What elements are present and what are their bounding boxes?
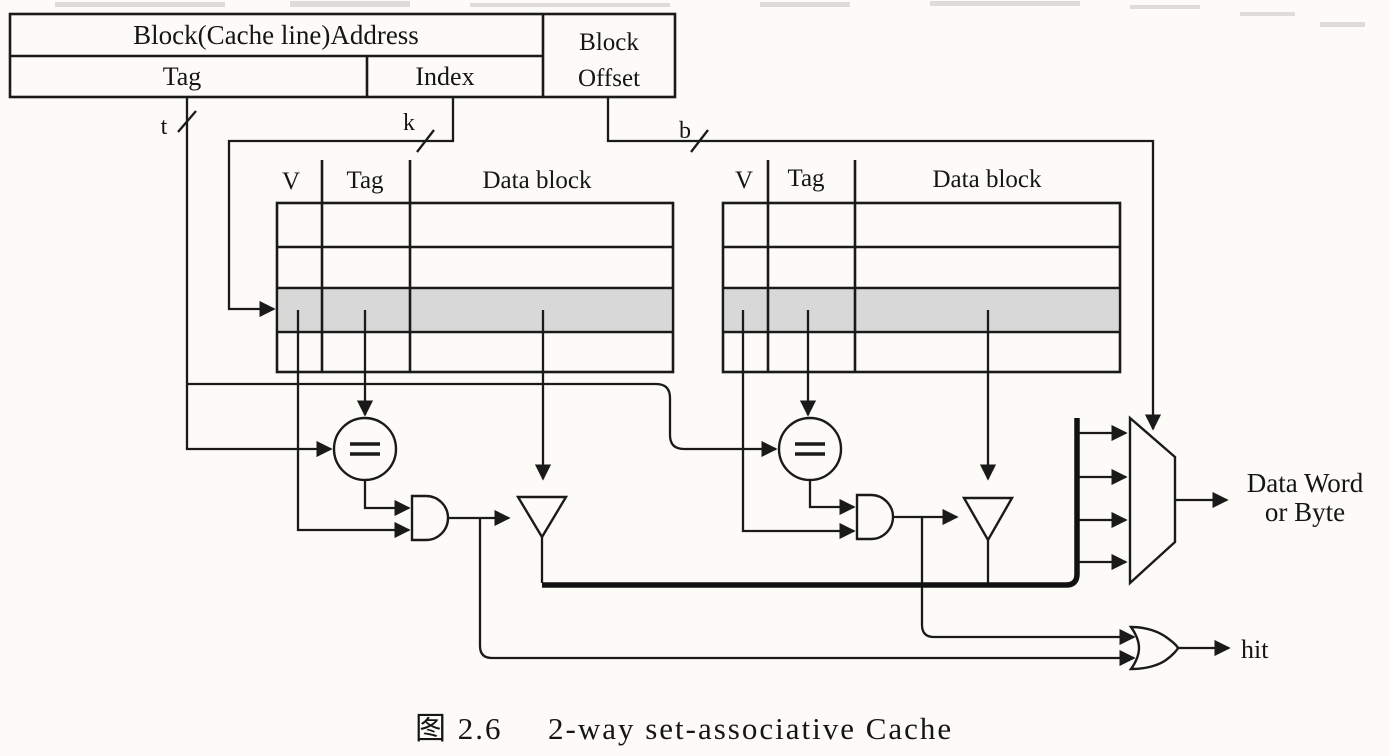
equals-icon bbox=[350, 442, 380, 456]
address-tag-field: Tag bbox=[163, 62, 202, 91]
tristate-buffer-1 bbox=[961, 496, 1015, 543]
way0-col-valid: V bbox=[282, 168, 300, 195]
way0-col-tag: Tag bbox=[346, 167, 384, 194]
wire-tag-to-comparator-0 bbox=[185, 97, 333, 458]
wire-way1-valid bbox=[741, 310, 856, 540]
way0-col-data: Data block bbox=[483, 167, 592, 194]
way1-col-valid: V bbox=[735, 167, 753, 194]
wire-way0-valid bbox=[296, 310, 411, 539]
figure-caption: 图 2.6 2-way set-associative Cache bbox=[415, 711, 953, 746]
and-gate-1 bbox=[855, 493, 895, 541]
equals-icon bbox=[795, 442, 825, 456]
wire-and1-to-or bbox=[920, 517, 1136, 646]
wire-tag-to-comparator-1 bbox=[187, 382, 778, 458]
way1-selected-set-row bbox=[725, 289, 1118, 331]
comparator-1 bbox=[777, 416, 843, 482]
or-gate-hit bbox=[1128, 625, 1231, 671]
or-gate-body bbox=[1128, 625, 1180, 671]
way0-selected-set-row bbox=[279, 289, 671, 331]
and-gate-0 bbox=[410, 494, 450, 542]
data-word-label-line1: Data Word bbox=[1247, 468, 1364, 498]
address-offset-field-line1: Block bbox=[579, 29, 639, 56]
bit-slash-tag bbox=[177, 110, 197, 133]
mux bbox=[1079, 415, 1229, 586]
comparator-1-body bbox=[777, 416, 843, 482]
address-index-field: Index bbox=[415, 62, 474, 91]
data-bus bbox=[542, 418, 1080, 588]
way1-col-tag: Tag bbox=[787, 165, 825, 192]
tristate-buffer-0 bbox=[515, 495, 569, 540]
address-title: Block(Cache line)Address bbox=[133, 20, 419, 50]
address-offset-field-line2: Offset bbox=[578, 65, 640, 92]
caption-number: 图 2.6 bbox=[415, 711, 503, 746]
wire-comparator0-to-and0 bbox=[363, 480, 411, 517]
scan-noise bbox=[55, 1, 1365, 27]
wire-index-to-set bbox=[227, 97, 455, 318]
wire-offset-to-mux bbox=[606, 97, 1162, 431]
comparator-0 bbox=[332, 416, 398, 482]
comparator-0-body bbox=[332, 416, 398, 482]
way1-col-data: Data block bbox=[933, 166, 1042, 193]
address-box: Block(Cache line)Address Tag Index Block… bbox=[8, 12, 677, 99]
caption-text: 2-way set-associative Cache bbox=[548, 711, 953, 746]
bit-label-k: k bbox=[403, 110, 415, 136]
cache-way-0: V Tag Data block bbox=[275, 160, 675, 539]
hit-label: hit bbox=[1241, 635, 1269, 664]
bit-slash-index bbox=[416, 129, 435, 153]
mux-body bbox=[1128, 415, 1177, 586]
bit-width-wires: t k b bbox=[161, 97, 1162, 458]
cache-way-1: V Tag Data block bbox=[721, 160, 1122, 540]
wire-comparator1-to-and1 bbox=[808, 480, 856, 516]
wire-and0-to-or bbox=[478, 518, 1136, 667]
data-word-label-line2: or Byte bbox=[1265, 497, 1345, 527]
bit-slash-offset bbox=[690, 129, 709, 153]
bit-label-b: b bbox=[679, 118, 691, 144]
bit-label-t: t bbox=[161, 114, 168, 140]
